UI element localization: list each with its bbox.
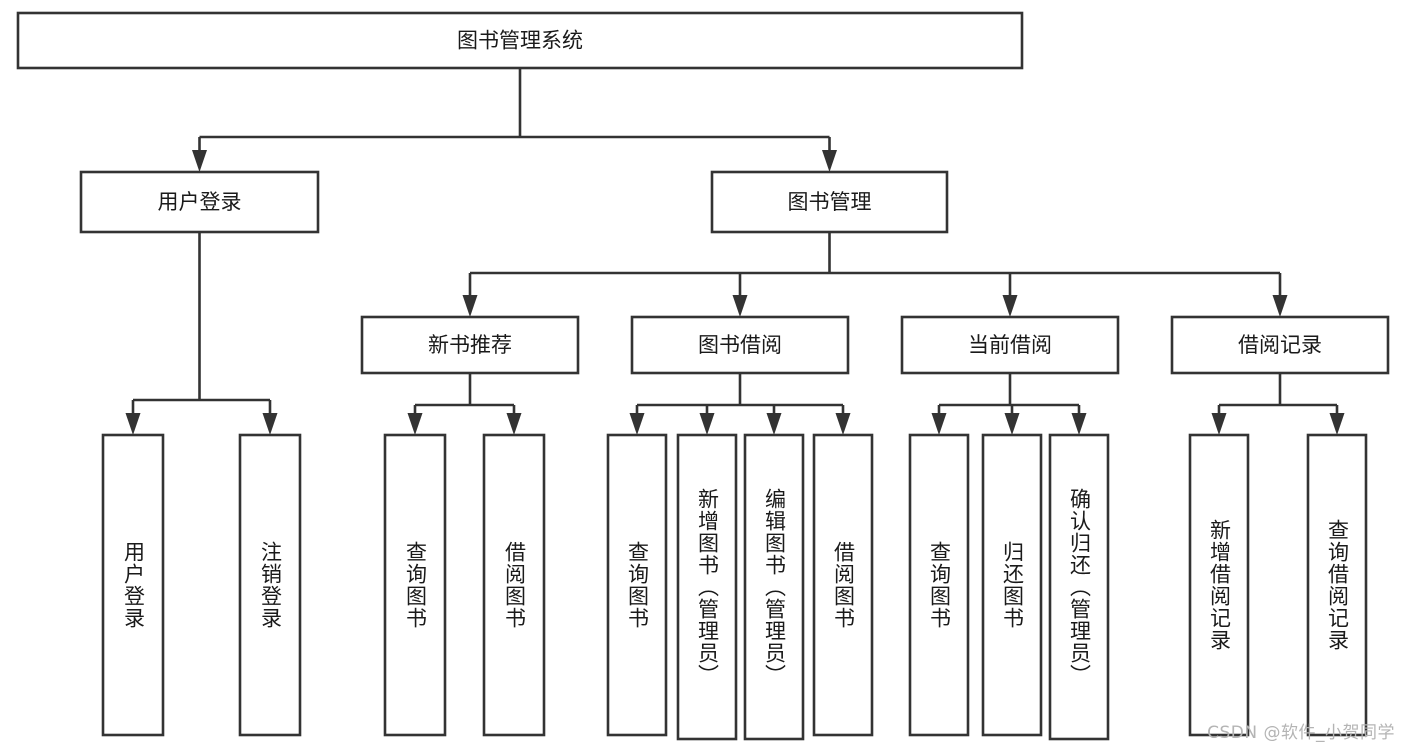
node-box-user-login[interactable] [79, 170, 320, 234]
arrowhead-icon [732, 295, 748, 317]
arrowhead-icon [1004, 413, 1020, 435]
arrowhead-icon [822, 150, 837, 172]
arrowhead-icon [699, 413, 715, 435]
connector-layer [125, 68, 1345, 435]
node-label-new-book-recommend: 新书推荐 [428, 333, 512, 357]
node-leaf-add-book[interactable] [676, 433, 738, 741]
node-label-user-login: 用户登录 [158, 190, 242, 214]
node-leaf-query-book-current[interactable] [908, 433, 970, 737]
node-leaf-query-book-recommend[interactable] [383, 433, 447, 737]
arrowhead-icon [629, 413, 645, 435]
node-box-borrow-records[interactable] [1170, 315, 1390, 375]
node-box-new-book-recommend[interactable] [360, 315, 580, 375]
node-box-leaf-confirm-return[interactable] [1048, 433, 1110, 741]
node-box-leaf-query-book-current[interactable] [908, 433, 970, 737]
node-leaf-query-borrow-record[interactable] [1306, 433, 1368, 737]
node-box-leaf-borrow-book-recommend[interactable] [482, 433, 546, 737]
arrowhead-icon [462, 295, 478, 317]
node-box-book-management[interactable] [710, 170, 949, 234]
arrowhead-icon [1002, 295, 1018, 317]
node-label-book-borrow: 图书借阅 [698, 333, 782, 357]
node-label-root: 图书管理系统 [457, 29, 583, 53]
node-current-borrow[interactable]: 当前借阅 [900, 315, 1120, 375]
node-box-book-borrow[interactable] [630, 315, 850, 375]
arrowhead-icon [835, 413, 851, 435]
node-box-leaf-logout[interactable] [238, 433, 302, 737]
node-leaf-add-borrow-record[interactable] [1188, 433, 1250, 737]
node-box-leaf-query-book-borrow[interactable] [606, 433, 668, 737]
arrowhead-icon [506, 413, 522, 435]
node-leaf-query-book-borrow[interactable] [606, 433, 668, 737]
node-box-leaf-query-book-recommend[interactable] [383, 433, 447, 737]
node-leaf-borrow-book[interactable] [812, 433, 874, 737]
node-root[interactable]: 图书管理系统 [16, 11, 1024, 70]
node-box-current-borrow[interactable] [900, 315, 1120, 375]
arrowhead-icon [1071, 413, 1087, 435]
arrowhead-icon [262, 413, 278, 435]
node-book-borrow[interactable]: 图书借阅 [630, 315, 850, 375]
node-leaf-edit-book[interactable] [743, 433, 805, 741]
arrowhead-icon [1329, 413, 1345, 435]
node-borrow-records[interactable]: 借阅记录 [1170, 315, 1390, 375]
node-leaf-return-book[interactable] [981, 433, 1043, 737]
node-user-login[interactable]: 用户登录 [79, 170, 320, 234]
arrowhead-icon [1272, 295, 1288, 317]
arrowhead-icon [407, 413, 423, 435]
arrowhead-icon [766, 413, 782, 435]
node-box-leaf-add-borrow-record[interactable] [1188, 433, 1250, 737]
node-box-leaf-query-borrow-record[interactable] [1306, 433, 1368, 737]
csdn-watermark: CSDN @软件_小贺同学 [1207, 723, 1395, 743]
node-box-leaf-edit-book[interactable] [743, 433, 805, 741]
arrowhead-icon [931, 413, 947, 435]
node-new-book-recommend[interactable]: 新书推荐 [360, 315, 580, 375]
node-label-current-borrow: 当前借阅 [968, 333, 1052, 357]
node-label-borrow-records: 借阅记录 [1238, 333, 1322, 357]
node-box-leaf-user-login[interactable] [101, 433, 165, 737]
node-box-leaf-add-book[interactable] [676, 433, 738, 741]
node-label-book-management: 图书管理 [788, 190, 872, 214]
arrowhead-icon [1211, 413, 1227, 435]
arrowhead-icon [192, 150, 207, 172]
node-box-leaf-return-book[interactable] [981, 433, 1043, 737]
node-leaf-borrow-book-recommend[interactable] [482, 433, 546, 737]
node-book-management[interactable]: 图书管理 [710, 170, 949, 234]
node-box-root[interactable] [16, 11, 1024, 70]
node-leaf-user-login[interactable] [101, 433, 165, 737]
node-leaf-confirm-return[interactable] [1048, 433, 1110, 741]
node-box-leaf-borrow-book[interactable] [812, 433, 874, 737]
node-leaf-logout[interactable] [238, 433, 302, 737]
arrowhead-icon [125, 413, 141, 435]
